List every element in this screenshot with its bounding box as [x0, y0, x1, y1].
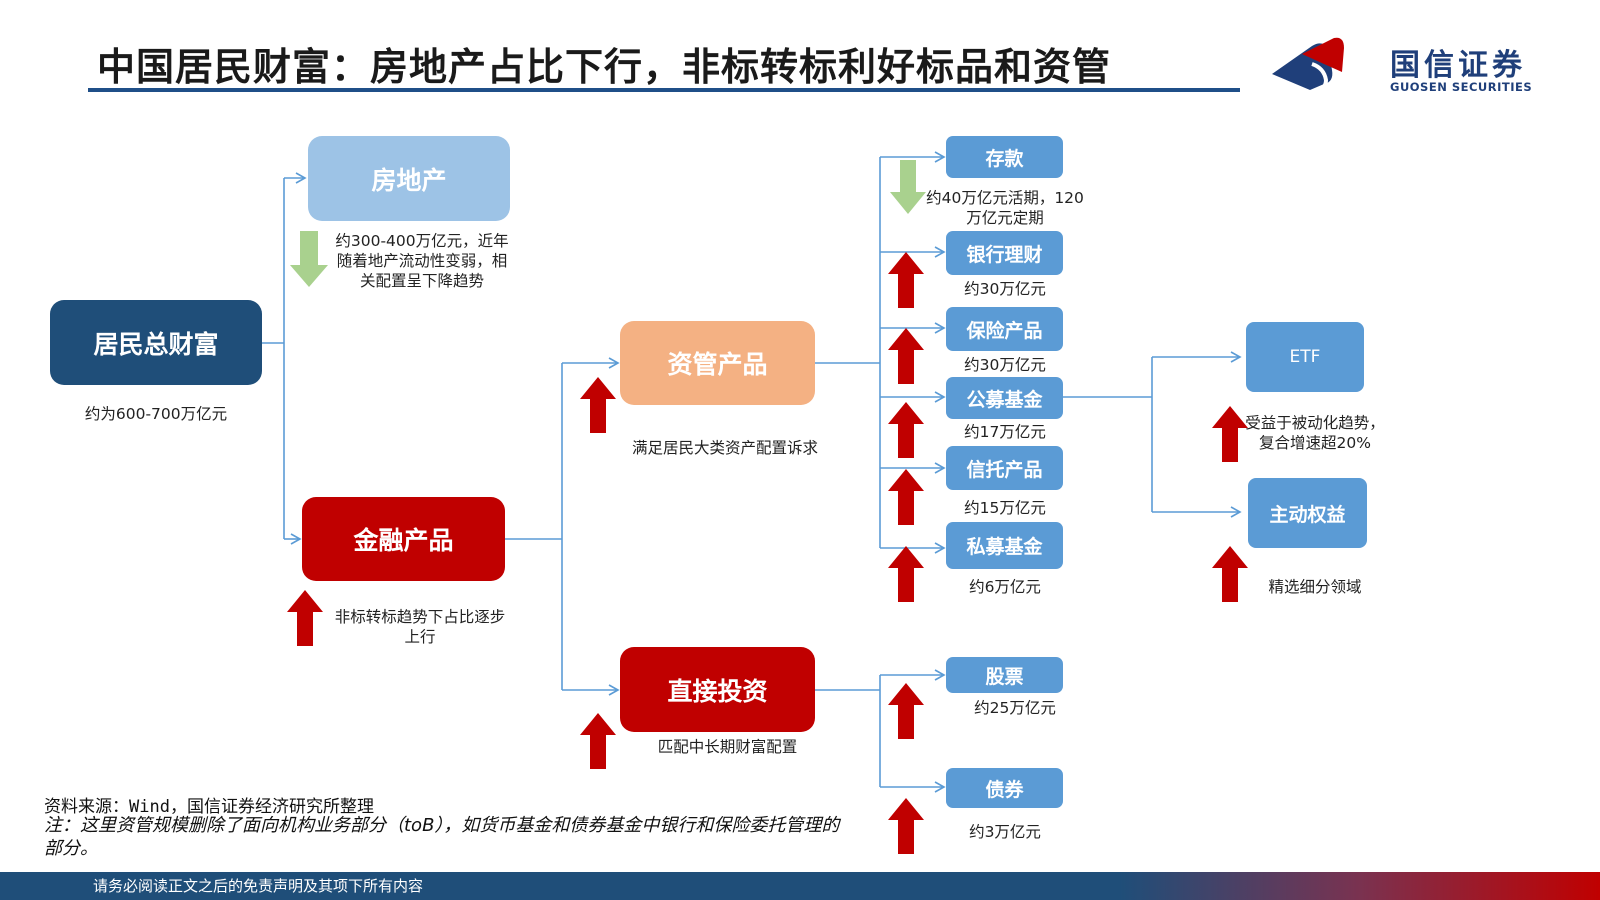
- down-arrow-icon: [290, 231, 328, 287]
- note-resident-wealth: 约为600-700万亿元: [84, 405, 228, 423]
- node-public-fund: 公募基金: [946, 377, 1063, 419]
- node-trust-products: 信托产品: [946, 446, 1063, 490]
- node-bonds: 债券: [946, 768, 1063, 808]
- logo-name-en: GUOSEN SECURITIES: [1390, 80, 1533, 94]
- up-arrow-icon: [580, 713, 616, 769]
- up-arrow-icon: [888, 328, 924, 384]
- node-real-estate: 房地产: [308, 136, 510, 221]
- title-divider: [88, 88, 1240, 92]
- footer-bar: [0, 872, 1600, 900]
- note-deposit: 约40万亿元活期，120 万亿元定期: [926, 189, 1084, 227]
- up-arrow-icon: [287, 590, 323, 646]
- node-stocks: 股票: [946, 657, 1063, 693]
- note-trust-products: 约15万亿元: [964, 499, 1046, 517]
- note-active-equity: 精选细分领域: [1268, 578, 1362, 596]
- node-financial-products: 金融产品: [302, 497, 505, 581]
- node-resident-wealth: 居民总财富: [50, 300, 262, 385]
- up-arrow-icon: [1212, 546, 1248, 602]
- down-arrow-icon: [890, 160, 926, 214]
- note-stocks: 约25万亿元: [974, 699, 1056, 717]
- note-real-estate: 约300-400万亿元，近年 随着地产流动性变弱，相 关配置呈下降趋势: [335, 232, 509, 290]
- note-private-fund: 约6万亿元: [969, 578, 1041, 596]
- note-bank-wealth-mgmt: 约30万亿元: [964, 280, 1046, 298]
- source-note: 资料来源：Wind，国信证券经济研究所整理: [44, 797, 374, 817]
- page-title: 中国居民财富：房地产占比下行，非标转标利好标品和资管: [97, 45, 1112, 89]
- node-active-equity: 主动权益: [1248, 478, 1367, 548]
- note-direct-investment: 匹配中长期财富配置: [657, 738, 798, 756]
- node-asset-management: 资管产品: [620, 321, 815, 405]
- note-asset-management: 满足居民大类资产配置诉求: [631, 439, 818, 457]
- logo-name-cn: 国信证券: [1390, 48, 1526, 83]
- node-bank-wealth-mgmt: 银行理财: [946, 231, 1063, 275]
- note-financial-products: 非标转标趋势下占比逐步 上行: [334, 608, 506, 646]
- guosen-logo-icon: [1272, 37, 1344, 94]
- note-public-fund: 约17万亿元: [964, 423, 1046, 441]
- footnote: 注：这里资管规模删除了面向机构业务部分（toB），如货币基金和债券基金中银行和保…: [44, 815, 840, 859]
- up-arrow-icon: [888, 798, 924, 854]
- up-arrow-icon: [888, 402, 924, 458]
- note-insurance-products: 约30万亿元: [964, 356, 1046, 374]
- disclaimer-text: 请务必阅读正文之后的免责声明及其项下所有内容: [93, 877, 424, 895]
- up-arrow-icon: [888, 546, 924, 602]
- up-arrow-icon: [888, 469, 924, 525]
- node-direct-investment: 直接投资: [620, 647, 815, 732]
- up-arrow-icon: [580, 377, 616, 433]
- node-etf: ETF: [1246, 322, 1364, 392]
- node-deposit: 存款: [946, 136, 1063, 178]
- node-private-fund: 私募基金: [946, 522, 1063, 569]
- note-etf: 受益于被动化趋势， 复合增速超20%: [1245, 414, 1385, 452]
- up-arrow-icon: [888, 252, 924, 308]
- note-bonds: 约3万亿元: [969, 823, 1041, 841]
- up-arrow-icon: [1212, 406, 1248, 462]
- node-insurance-products: 保险产品: [946, 307, 1063, 351]
- up-arrow-icon: [888, 683, 924, 739]
